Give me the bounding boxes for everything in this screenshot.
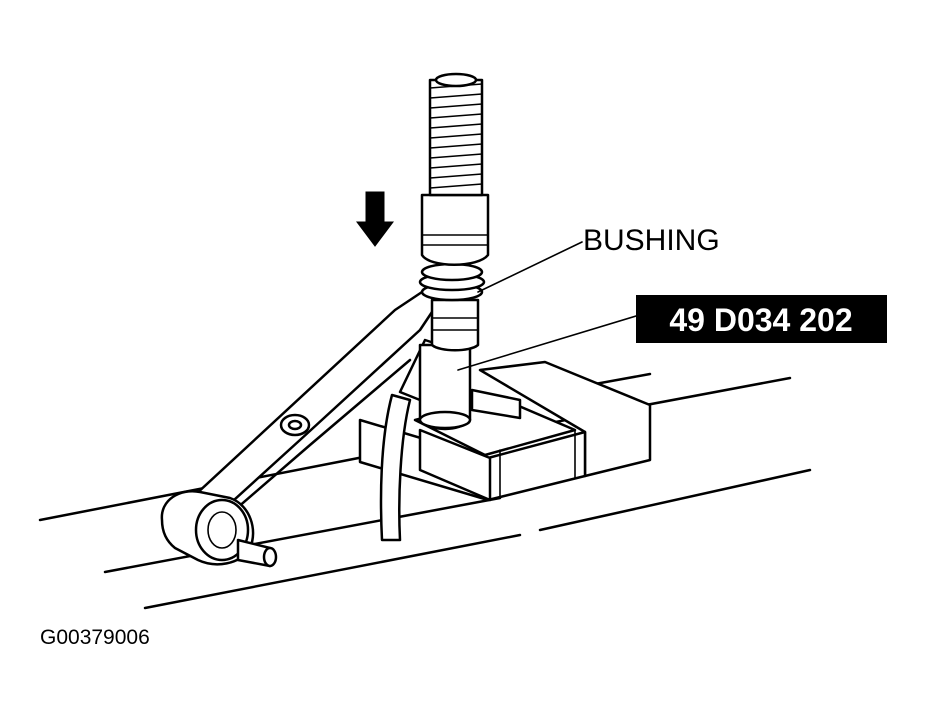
tool-sleeve xyxy=(418,298,480,431)
pivot-nut xyxy=(160,489,278,568)
threaded-driver xyxy=(420,72,490,266)
figure-id: G00379006 xyxy=(40,626,150,649)
tool-number-label: 49 D034 202 xyxy=(669,302,852,338)
bushing-leader-line xyxy=(477,241,583,293)
bushing-label: BUSHING xyxy=(583,224,720,257)
tool-number-box xyxy=(636,295,887,343)
bushing-rings xyxy=(418,262,486,302)
down-arrow-icon xyxy=(356,191,394,247)
tool-leader-line xyxy=(457,315,637,371)
